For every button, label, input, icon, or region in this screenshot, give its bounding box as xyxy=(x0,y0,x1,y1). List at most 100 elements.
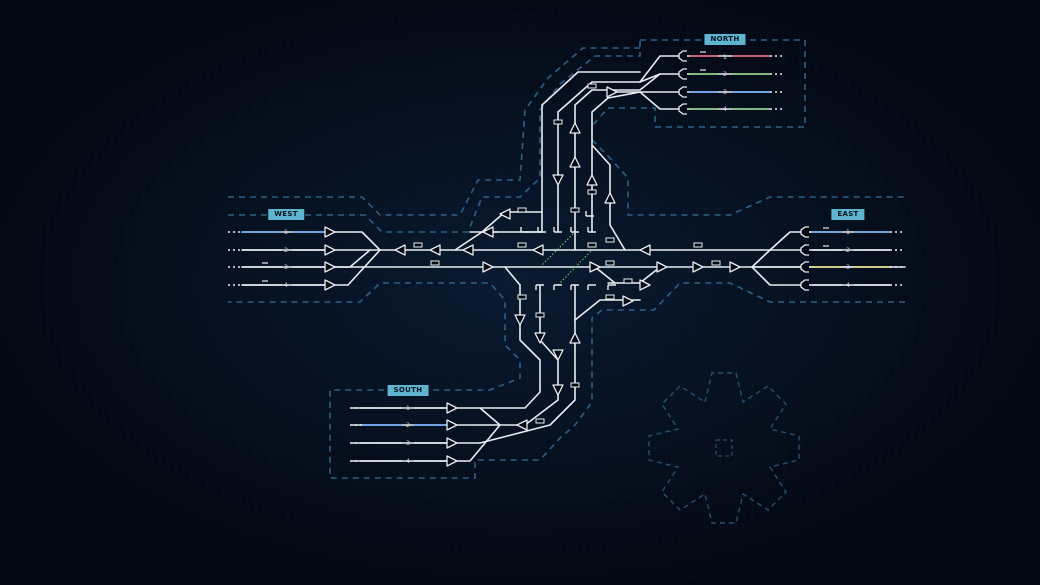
signal-triangle-icon xyxy=(324,226,336,238)
track xyxy=(454,231,483,251)
signal-triangle-icon xyxy=(532,244,544,256)
dotted-link xyxy=(557,249,593,286)
south-lane-3: 3 xyxy=(405,439,411,447)
signal-triangle-icon xyxy=(446,419,458,431)
track-sensor-icon xyxy=(413,242,423,248)
south-trunk-left xyxy=(479,284,541,409)
track-sensor-icon xyxy=(711,260,721,266)
buffer-stop-icon xyxy=(678,86,687,98)
north-lane-3: 3 xyxy=(722,88,728,96)
zone-label-west: WEST xyxy=(268,209,304,220)
track-sensor-icon xyxy=(570,207,580,213)
buffer-stop-icon xyxy=(678,50,687,62)
zone-boundary xyxy=(228,282,905,479)
gear-outline-icon xyxy=(648,372,800,524)
buffer-stop-icon xyxy=(607,284,616,290)
signal-triangle-icon xyxy=(446,455,458,467)
buffer-stop-icon xyxy=(520,227,529,233)
track-sensor-icon xyxy=(605,237,615,243)
track-sensor-icon xyxy=(587,189,597,195)
track-sensor-icon xyxy=(623,278,633,284)
track-sensor-icon xyxy=(535,418,545,424)
buffer-stop-icon xyxy=(535,284,544,290)
track-sensor-icon xyxy=(430,260,440,266)
signal-triangle-icon xyxy=(569,122,581,134)
lane-lines xyxy=(242,55,890,462)
zone-label-north: NORTH xyxy=(704,34,746,45)
zone-boundary xyxy=(228,40,641,233)
west-lane-2: 2 xyxy=(283,246,289,254)
signal-triangle-icon xyxy=(324,261,336,273)
signal-triangle-icon xyxy=(534,332,546,344)
gear-hub xyxy=(715,439,733,457)
track-network xyxy=(228,55,906,462)
dotted-link xyxy=(539,231,576,268)
buffer-stop-icon xyxy=(537,227,546,233)
track xyxy=(751,249,771,268)
signal-triangle-icon xyxy=(482,226,494,238)
track xyxy=(329,249,371,268)
signal-triangle-icon xyxy=(639,244,651,256)
buffer-stop-icon xyxy=(587,284,596,290)
buffer-stop-icon xyxy=(800,261,809,273)
buffer-stop-icon xyxy=(587,227,596,233)
zone-label-south: SOUTH xyxy=(387,385,429,396)
buffer-stop-icon xyxy=(553,227,562,233)
signal-triangle-icon xyxy=(552,384,564,396)
east-lane-2: 2 xyxy=(845,246,851,254)
east-lane-4: 4 xyxy=(845,281,851,289)
track-sensor-icon xyxy=(605,260,615,266)
east-lane-3: 3 xyxy=(845,263,851,271)
signal-triangle-icon xyxy=(499,208,511,220)
signal-triangle-icon xyxy=(394,244,406,256)
buffer-stop-icon xyxy=(570,227,579,233)
signal-triangle-icon xyxy=(552,349,564,361)
track-sensor-icon xyxy=(553,119,563,125)
signal-triangle-icon xyxy=(552,174,564,186)
north-lane-2: 2 xyxy=(722,70,728,78)
signal-triangle-icon xyxy=(656,261,668,273)
buffer-stop-icon xyxy=(800,279,809,291)
zone-label-east: EAST xyxy=(831,209,865,220)
track xyxy=(594,266,616,284)
track-sensor-icon xyxy=(517,294,527,300)
north-trunk-left xyxy=(541,71,641,233)
buffer-stop-icon xyxy=(800,244,809,256)
west-lane-3: 3 xyxy=(283,263,289,271)
signal-triangle-icon xyxy=(324,279,336,291)
track xyxy=(504,266,521,286)
south-lane-1: 1 xyxy=(405,404,411,412)
signal-triangle-icon xyxy=(692,261,704,273)
signal-triangle-icon xyxy=(622,295,634,307)
buffer-stop-icon xyxy=(585,211,594,217)
signal-triangle-icon xyxy=(606,86,618,98)
east-lane-1: 1 xyxy=(845,228,851,236)
signal-triangle-icon xyxy=(429,244,441,256)
signal-triangle-icon xyxy=(482,261,494,273)
signal-triangle-icon xyxy=(639,279,651,291)
signal-triangle-icon xyxy=(586,174,598,186)
track-sensor-icon xyxy=(517,207,527,213)
south-lane-2: 2 xyxy=(405,421,411,429)
track-sensor-icon xyxy=(517,242,527,248)
signal-triangle-icon xyxy=(589,261,601,273)
signal-triangle-icon xyxy=(516,419,528,431)
west-lane-4: 4 xyxy=(283,281,289,289)
track xyxy=(751,266,891,286)
buffer-stop-icon xyxy=(553,284,562,290)
track-sensor-icon xyxy=(570,382,580,388)
signal-triangle-icon xyxy=(569,332,581,344)
gear-outline xyxy=(648,372,800,524)
signal-triangle-icon xyxy=(446,402,458,414)
buffer-stop-icon xyxy=(570,284,579,290)
west-lane-1: 1 xyxy=(283,228,289,236)
buffer-stop-icon xyxy=(800,226,809,238)
zone-boundary xyxy=(228,47,640,216)
north-lane-4: 4 xyxy=(722,105,728,113)
track-sensor-icon xyxy=(587,83,597,89)
signal-triangle-icon xyxy=(514,314,526,326)
signal-triangle-icon xyxy=(569,156,581,168)
